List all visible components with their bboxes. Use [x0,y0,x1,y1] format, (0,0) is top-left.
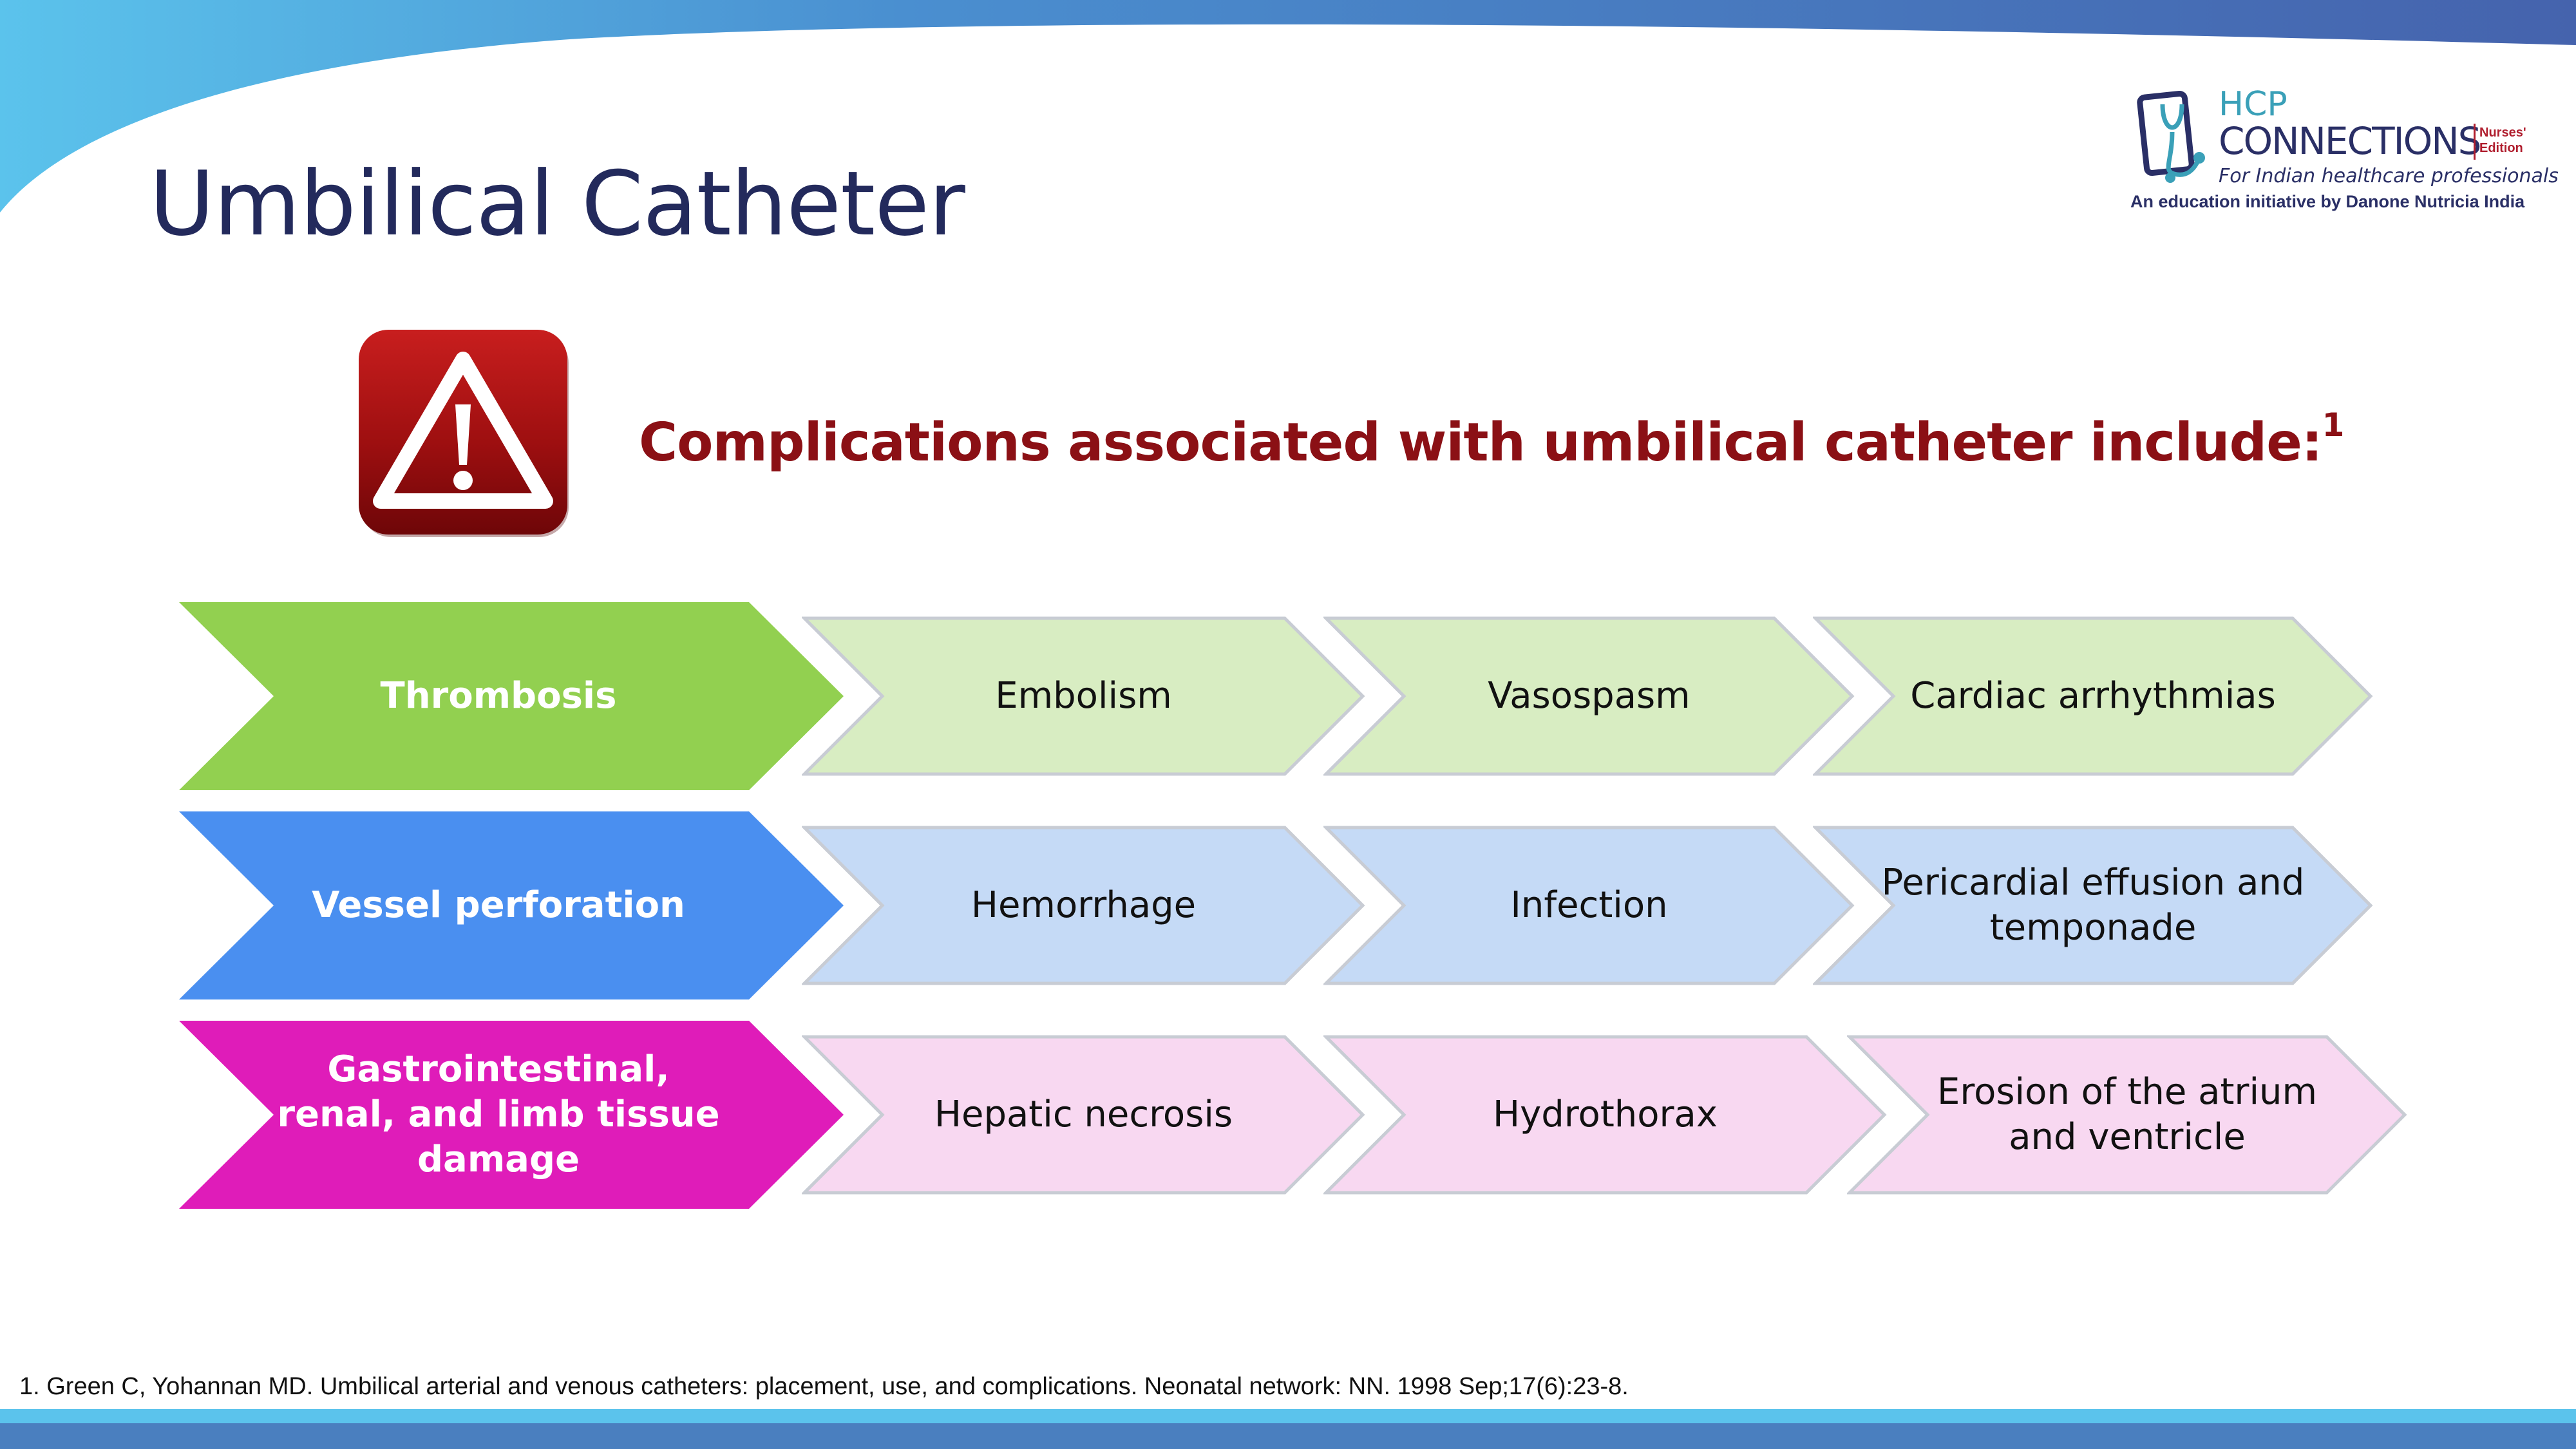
primary-chevron-3: Gastrointestinal, renal, and limb tissue… [179,1021,844,1209]
secondary-label: Cardiac arrhythmias [1910,675,2276,717]
secondary-label: Erosion of the atrium and ventricle [1937,1071,2318,1158]
primary-label: Thrombosis [380,675,617,717]
logo-edition: Nurses' Edition [2479,126,2526,155]
secondary-chevron-2-3: Pericardial effusion and temponade [1813,825,2373,986]
secondary-chevron-1-1: Embolism [802,616,1365,777]
secondary-label: Vasospasm [1488,675,1690,717]
primary-label: Vessel perforation [312,884,685,926]
logo-initiative: An education initiative by Danone Nutric… [2130,192,2525,211]
secondary-label: Pericardial effusion and temponade [1881,862,2305,949]
secondary-label: Embolism [995,675,1172,717]
slide-title: Umbilical Catheter [149,152,965,256]
primary-chevron-2: Vessel perforation [179,811,844,999]
heading-reference: 1 [2322,406,2345,444]
warning-triangle-icon [359,330,569,537]
secondary-label: Hepatic necrosis [934,1094,1233,1135]
primary-chevron-1: Thrombosis [179,602,844,790]
secondary-chevron-3-3: Erosion of the atrium and ventricle [1847,1034,2407,1195]
logo-connections: CONNECTIONS [2219,119,2481,163]
secondary-chevron-3-2: Hydrothorax [1323,1034,1887,1195]
bottom-banner-light [0,1409,2576,1423]
logo-divider [2474,124,2476,160]
primary-label: Gastrointestinal, renal, and limb tissue… [277,1048,720,1180]
tablet-stethoscope-icon [2137,90,2205,183]
secondary-chevron-2-1: Hemorrhage [802,825,1365,986]
secondary-label: Infection [1510,884,1668,926]
secondary-chevron-2-2: Infection [1323,825,1855,986]
logo-tagline: For Indian healthcare professionals [2219,165,2559,187]
heading-text: Complications associated with umbilical … [639,412,2323,473]
reference-footnote: 1. Green C, Yohannan MD. Umbilical arter… [19,1373,1629,1400]
secondary-label: Hydrothorax [1492,1094,1718,1135]
bottom-banner-dark [0,1423,2576,1449]
secondary-label: Hemorrhage [971,884,1197,926]
secondary-chevron-3-1: Hepatic necrosis [802,1034,1365,1195]
complications-heading: Complications associated with umbilical … [639,406,2344,473]
secondary-chevron-1-2: Vasospasm [1323,616,1855,777]
top-banner-highlight [0,28,2576,222]
top-banner [0,0,2576,213]
secondary-chevron-1-3: Cardiac arrhythmias [1813,616,2373,777]
logo-hcp: HCP [2219,85,2287,124]
hcp-connections-logo: HCP CONNECTIONS Nurses' Edition For Indi… [2130,84,2559,219]
